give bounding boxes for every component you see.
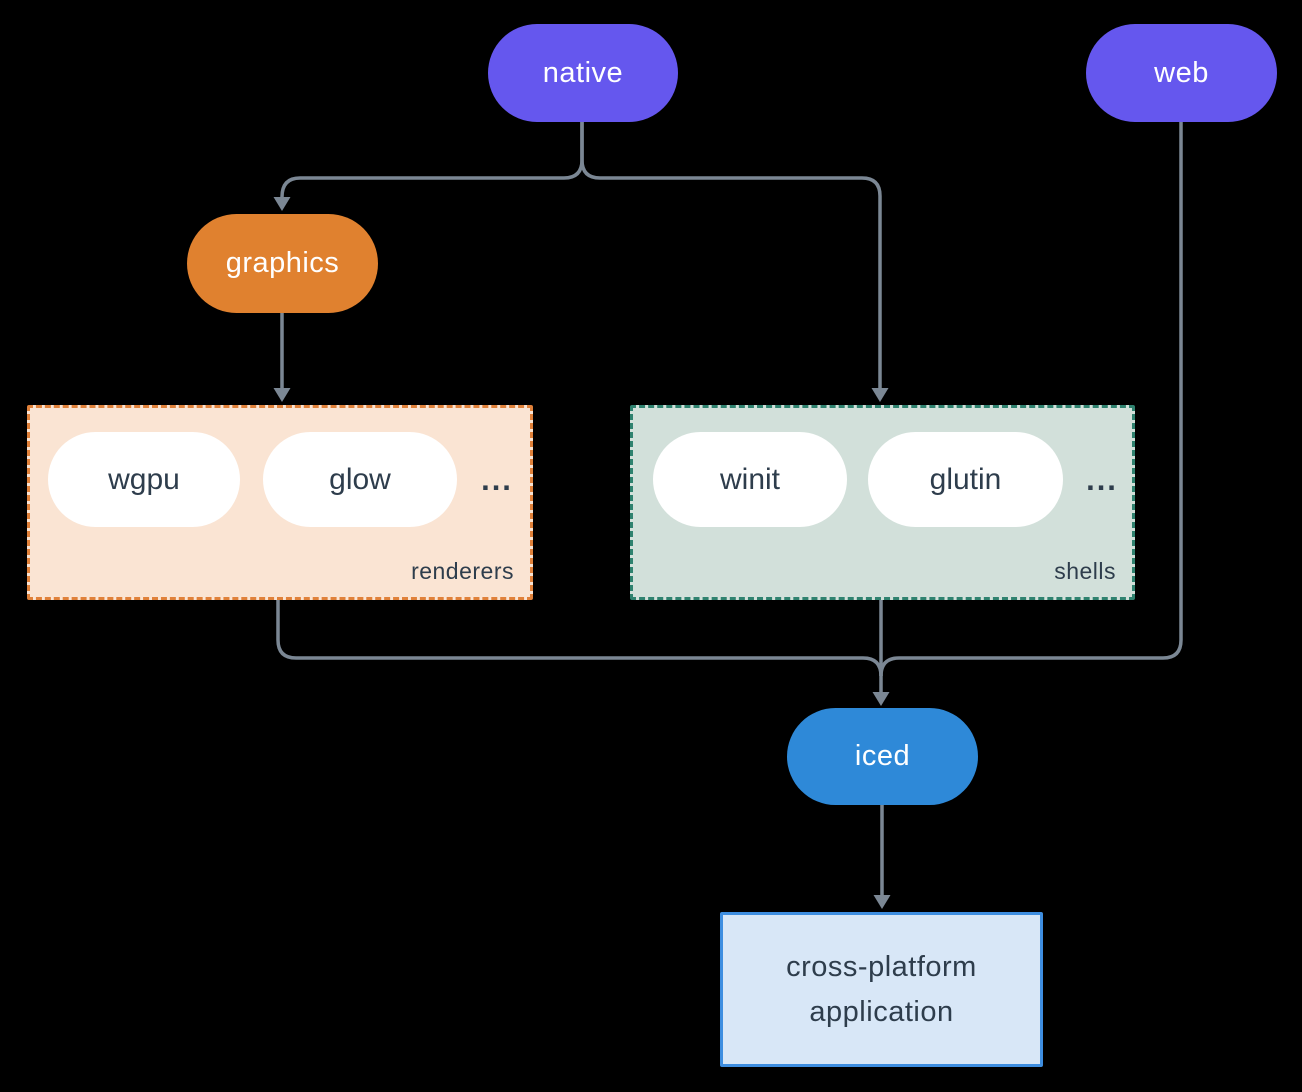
cross-platform-application-node: cross-platform application [720,912,1043,1067]
native-node-label: native [542,56,624,89]
connector-native-to-shells [580,122,882,388]
renderers-group: wgpu glow ... renderers [27,405,533,600]
shells-group-label: shells [1054,558,1116,584]
graphics-node-label: graphics [225,247,340,279]
connector-web-to-merge [879,122,1183,677]
arrowhead-renderers [273,388,291,402]
app-label-line-2: application [809,995,954,1028]
wgpu-node: wgpu [48,432,240,527]
shells-ellipsis: ... [1086,461,1118,497]
app-label-line-1: cross-platform [786,950,977,983]
web-node: web [1086,24,1277,122]
arrowhead-iced [872,692,890,706]
glutin-node: glutin [868,432,1063,527]
arrowhead-shells [871,388,889,402]
web-node-label: web [1154,56,1209,89]
shells-group: winit glutin ... shells [630,405,1135,600]
winit-node-label: winit [719,462,780,496]
winit-node: winit [653,432,847,527]
connector-native-to-graphics [280,122,584,198]
renderers-group-label: renderers [411,558,514,584]
wgpu-node-label: wgpu [108,462,180,496]
glow-node: glow [263,432,457,527]
renderers-ellipsis: ... [481,461,513,497]
graphics-node: graphics [187,214,378,313]
native-node: native [488,24,678,122]
arrowhead-app [873,895,891,909]
glutin-node-label: glutin [929,462,1002,496]
connector-renderers-to-merge [276,600,883,677]
arrowhead-graphics [273,197,291,211]
iced-node-label: iced [854,740,911,772]
glow-node-label: glow [329,462,391,496]
iced-node: iced [787,708,978,805]
